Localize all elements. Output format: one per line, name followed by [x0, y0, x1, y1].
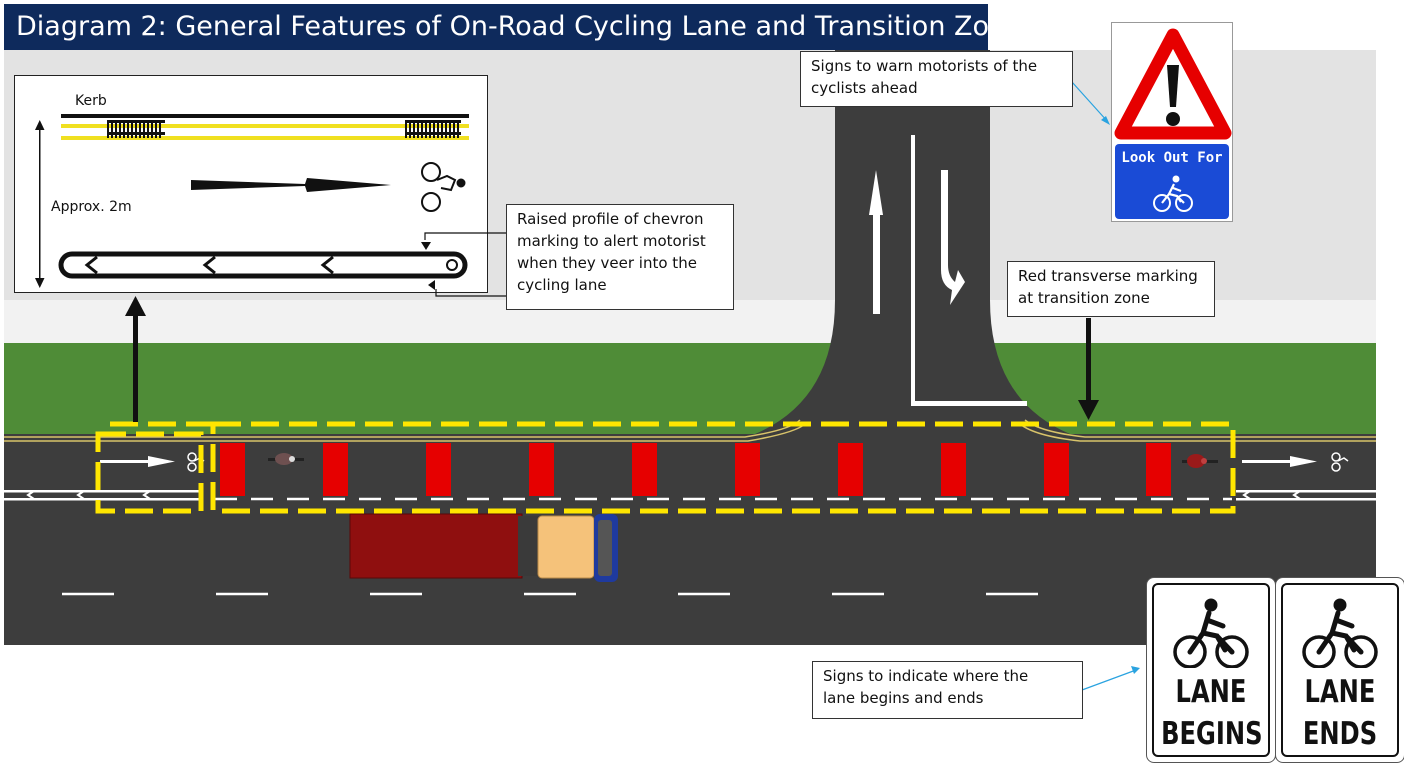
- arrow-straight-up: [869, 170, 883, 314]
- lane-arrow-right: [1242, 456, 1317, 467]
- lane-ends-word-2: ENDS: [1302, 716, 1378, 752]
- approx-width-label: Approx. 2m: [51, 199, 132, 215]
- lane-ends-border: [1281, 583, 1399, 757]
- inset-direction-arrow: [191, 178, 391, 192]
- inset-lane-detail: Kerb Approx. 2m: [14, 75, 488, 293]
- cyclist-left: [268, 453, 304, 465]
- inset-cyclist-icon: [421, 162, 466, 212]
- give-way-line: [911, 401, 1027, 406]
- callout-warning-signs: Signs to warn motorists of the cyclists …: [800, 51, 1073, 107]
- bicycle-icon: [1153, 175, 1193, 212]
- cycle-lane-boundary-left: [95, 431, 204, 514]
- callout-chevron-profile: Raised profile of chevron marking to ale…: [506, 204, 734, 310]
- warning-sign: Look Out For: [1111, 22, 1233, 222]
- pointer-warning-sign: [1071, 81, 1109, 123]
- lane-arrow-left: [100, 456, 175, 467]
- lane-line-solid-left-b: [4, 498, 200, 501]
- callout-chevron-line-3: when they veer into the: [517, 254, 697, 272]
- chevron-markings: [84, 255, 334, 275]
- pointer-lane-signs-head: [1131, 666, 1140, 674]
- lane-begins-bicycle-icon: [1173, 598, 1249, 668]
- approx-width-line: [39, 126, 41, 282]
- approx-width-arrow-bottom: [35, 278, 45, 288]
- callout-red-marking: Red transverse marking at transition zon…: [1007, 261, 1215, 317]
- road-bicycle-symbol-right: [1331, 452, 1349, 472]
- look-out-text: Look Out For: [1121, 150, 1223, 166]
- callout-lane-signs-line-1: Signs to indicate where the: [823, 667, 1029, 685]
- callout-chevron-line-2: marking to alert motorist: [517, 232, 706, 250]
- red-transverse-markings: [220, 443, 1171, 496]
- lane-line-solid-right-b: [1236, 498, 1376, 501]
- chevron-pointer-bottom-head: [428, 280, 435, 290]
- arrow-down-turn: [941, 170, 965, 305]
- lane-line-solid-right-a: [1236, 490, 1376, 493]
- chevron-strip: [58, 251, 468, 279]
- approx-width-arrow-top: [35, 120, 45, 130]
- lane-begins-word-2: BEGINS: [1161, 716, 1263, 752]
- pointer-lane-signs: [1081, 669, 1137, 691]
- callout-chevron-line-1: Raised profile of chevron: [517, 210, 704, 228]
- side-road-right-flare: [990, 300, 1070, 434]
- callout-chevron-line-4: cycling lane: [517, 276, 607, 294]
- lane-begins-border: [1152, 583, 1270, 757]
- callout-lane-signs-line-2: lane begins and ends: [823, 689, 984, 707]
- callout-warning-signs-line-1: Signs to warn motorists of the: [811, 57, 1038, 75]
- chevron-strip-end: [446, 259, 458, 271]
- lane-chevrons: [26, 490, 1301, 500]
- lane-line-solid-left-a: [4, 490, 200, 493]
- truck: [349, 513, 618, 582]
- chevron-pointer-top-head: [421, 242, 431, 250]
- callout-lane-signs: Signs to indicate where the lane begins …: [812, 661, 1083, 719]
- inset-yellow-line-1: [61, 124, 469, 128]
- lane-begins-word-1: LANE: [1175, 674, 1247, 710]
- side-road-left-flare: [755, 300, 835, 434]
- look-out-panel: Look Out For: [1115, 144, 1229, 219]
- diagram-title: Diagram 2: General Features of On-Road C…: [4, 4, 1023, 50]
- inset-yellow-line-2: [61, 136, 469, 140]
- side-road-edge-line: [911, 135, 915, 405]
- lane-ends-word-1: LANE: [1304, 674, 1376, 710]
- pointer-warning-sign-head: [1101, 116, 1110, 125]
- callout-red-marking-line-1: Red transverse marking: [1018, 267, 1198, 285]
- lane-ends-sign: LANE ENDS: [1275, 577, 1404, 763]
- arrow-to-red-marking: [1078, 318, 1099, 420]
- cyclist-right: [1182, 454, 1218, 468]
- kerb-label: Kerb: [75, 93, 107, 109]
- arrow-to-inset: [125, 296, 146, 422]
- callout-warning-signs-line-2: cyclists ahead: [811, 79, 918, 97]
- callout-red-marking-line-2: at transition zone: [1018, 289, 1150, 307]
- kerb-hatching-right: [405, 120, 461, 138]
- inset-drawing: [35, 114, 469, 290]
- grass-verge: [4, 343, 1376, 434]
- kerb-hatching-left: [107, 120, 165, 138]
- kerb-line: [61, 114, 469, 118]
- lane-ends-bicycle-icon: [1302, 598, 1378, 668]
- lane-begins-sign: LANE BEGINS: [1146, 577, 1276, 763]
- warning-triangle-icon: [1114, 28, 1232, 140]
- transition-zone-boundary: [210, 421, 1236, 514]
